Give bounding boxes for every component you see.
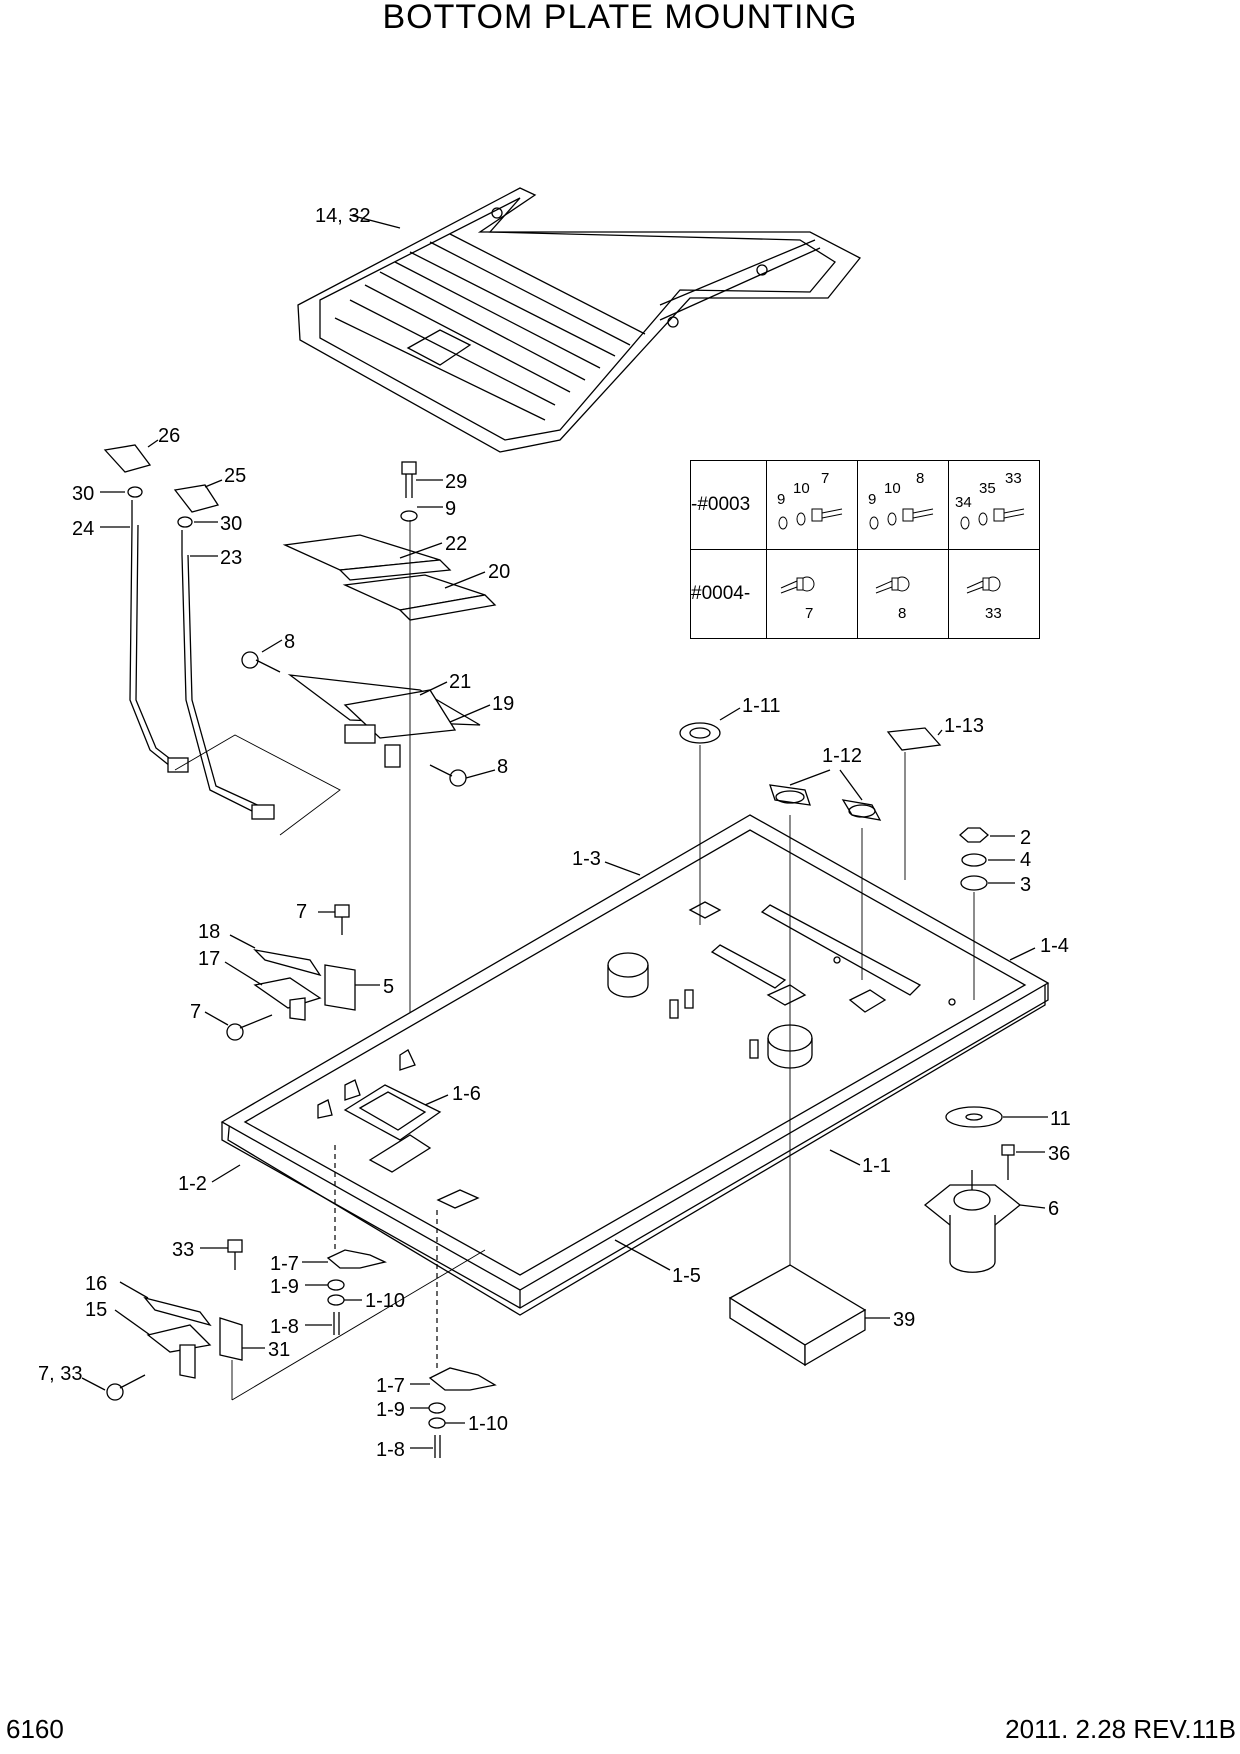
foam-block-part bbox=[728, 1264, 867, 1367]
variant-cell: 8 bbox=[857, 549, 949, 639]
label-1-2: 1-2 bbox=[178, 1173, 207, 1195]
label-7a: 7 bbox=[296, 901, 307, 923]
label-19: 19 bbox=[492, 693, 514, 715]
variant-label: 9 bbox=[777, 491, 785, 508]
variant-cell: 9 10 8 bbox=[857, 460, 949, 550]
variant-label: 9 bbox=[868, 491, 876, 508]
label-5: 5 bbox=[383, 976, 394, 998]
label-8b: 8 bbox=[497, 756, 508, 778]
label-7b: 7 bbox=[190, 1001, 201, 1023]
variant-row: #0004- 7 8 33 bbox=[690, 549, 1040, 639]
variant-label: 33 bbox=[985, 605, 1002, 622]
label-2: 2 bbox=[1020, 827, 1031, 849]
label-1-10a: 1-10 bbox=[365, 1290, 405, 1312]
bracket-assembly-upper bbox=[226, 904, 356, 1041]
label-17: 17 bbox=[198, 948, 220, 970]
engine-mount-parts bbox=[923, 1106, 1022, 1273]
label-1-11: 1-11 bbox=[742, 695, 781, 717]
floor-mat-part bbox=[297, 187, 862, 453]
label-39: 39 bbox=[893, 1309, 915, 1331]
flange-bolt-icon: 7 bbox=[780, 576, 815, 622]
variant-label: 8 bbox=[898, 605, 906, 622]
label-6: 6 bbox=[1048, 1198, 1059, 1220]
label-33: 33 bbox=[172, 1239, 194, 1261]
label-25: 25 bbox=[224, 465, 246, 487]
label-4: 4 bbox=[1020, 849, 1031, 871]
label-36: 36 bbox=[1048, 1143, 1070, 1165]
variant-serial: #0004- bbox=[690, 549, 767, 639]
variant-label: 10 bbox=[884, 480, 901, 497]
variant-cell: 33 bbox=[948, 549, 1040, 639]
revision-stamp: 2011. 2.28 REV.11B bbox=[1005, 1714, 1236, 1744]
label-11: 11 bbox=[1050, 1108, 1071, 1130]
damper-set-left bbox=[326, 1145, 387, 1335]
label-14-32: 14, 32 bbox=[315, 205, 371, 227]
variant-table: -#0003 9 10 7 9 10 8 bbox=[690, 460, 1040, 639]
page-number: 6160 bbox=[6, 1714, 64, 1744]
lever-assembly bbox=[103, 444, 341, 836]
label-1-3: 1-3 bbox=[572, 848, 601, 870]
bolt-washer-set-icon: 34 35 33 bbox=[955, 470, 1025, 530]
variant-cell: 9 10 7 bbox=[766, 460, 858, 550]
label-9: 9 bbox=[445, 498, 456, 520]
variant-label: 35 bbox=[979, 480, 996, 497]
label-1-7a: 1-7 bbox=[270, 1253, 299, 1275]
flange-bolt-icon: 33 bbox=[966, 576, 1002, 622]
label-22: 22 bbox=[445, 533, 467, 555]
variant-label: 33 bbox=[1005, 470, 1022, 487]
label-1-13: 1-13 bbox=[944, 715, 984, 737]
label-1-1: 1-1 bbox=[862, 1155, 891, 1177]
label-16: 16 bbox=[85, 1273, 107, 1295]
label-1-5: 1-5 bbox=[672, 1265, 701, 1287]
variant-label: 7 bbox=[805, 605, 813, 622]
label-1-7b: 1-7 bbox=[376, 1375, 405, 1397]
label-31: 31 bbox=[268, 1339, 290, 1361]
label-20: 20 bbox=[488, 561, 510, 583]
variant-row: -#0003 9 10 7 9 10 8 bbox=[690, 460, 1040, 550]
pedal-assembly bbox=[241, 461, 497, 787]
label-8a: 8 bbox=[284, 631, 295, 653]
variant-label: 34 bbox=[955, 494, 972, 511]
label-24: 24 bbox=[72, 518, 94, 540]
label-7-33: 7, 33 bbox=[38, 1363, 82, 1385]
label-30a: 30 bbox=[72, 483, 94, 505]
label-15: 15 bbox=[85, 1299, 107, 1321]
bolt-washer-set-icon: 9 10 8 bbox=[868, 470, 934, 530]
variant-serial: -#0003 bbox=[690, 460, 767, 550]
label-1-9a: 1-9 bbox=[270, 1276, 299, 1298]
label-1-9b: 1-9 bbox=[376, 1399, 405, 1421]
label-26: 26 bbox=[158, 425, 180, 447]
label-23: 23 bbox=[220, 547, 242, 569]
variant-label: 8 bbox=[916, 470, 924, 487]
variant-label: 10 bbox=[793, 480, 810, 497]
bottom-plate-part bbox=[220, 814, 1050, 1316]
label-1-8b: 1-8 bbox=[376, 1439, 405, 1461]
variant-label: 7 bbox=[821, 470, 829, 487]
grommet-parts bbox=[679, 722, 942, 1280]
label-1-6: 1-6 bbox=[452, 1083, 481, 1105]
label-1-8a: 1-8 bbox=[270, 1316, 299, 1338]
label-18: 18 bbox=[198, 921, 220, 943]
label-29: 29 bbox=[445, 471, 467, 493]
flange-bolt-icon: 8 bbox=[875, 576, 910, 622]
label-1-12: 1-12 bbox=[822, 745, 862, 767]
label-3: 3 bbox=[1020, 874, 1031, 896]
nut-washer-parts bbox=[959, 827, 989, 1000]
variant-cell: 7 bbox=[766, 549, 858, 639]
page-title: BOTTOM PLATE MOUNTING bbox=[382, 0, 858, 36]
label-1-4: 1-4 bbox=[1040, 935, 1069, 957]
label-30b: 30 bbox=[220, 513, 242, 535]
bracket-assembly-lower bbox=[106, 1239, 486, 1401]
bolt-washer-set-icon: 9 10 7 bbox=[777, 470, 843, 530]
label-1-10b: 1-10 bbox=[468, 1413, 508, 1435]
variant-cell: 34 35 33 bbox=[948, 460, 1040, 550]
label-21: 21 bbox=[449, 671, 471, 693]
